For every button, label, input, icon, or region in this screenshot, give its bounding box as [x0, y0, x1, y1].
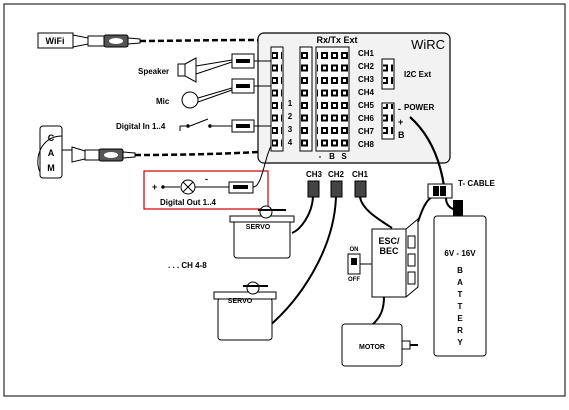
- ch4-label: CH4: [358, 88, 375, 97]
- cam-letter-m: M: [47, 163, 55, 173]
- servo-1-label: SERVO: [246, 224, 271, 231]
- esc-bec: ESC/ BEC ON OFF: [347, 193, 441, 326]
- row-number-3: 3: [288, 125, 293, 134]
- battery-letter-a: A: [457, 278, 463, 287]
- battery-letter-y: Y: [457, 338, 463, 347]
- pin-b-label: B: [329, 152, 335, 161]
- battery-letter-e: E: [457, 314, 463, 323]
- battery-letter-t2: T: [458, 302, 463, 311]
- row-number-1: 1: [288, 99, 293, 108]
- servo-1: SERVO: [229, 205, 295, 259]
- rxtx-ext-label: Rx/Tx Ext: [316, 35, 357, 45]
- digital-in-label: Digital In 1..4: [116, 122, 166, 131]
- power-b: B: [398, 130, 405, 140]
- battery-letter-t1: T: [458, 290, 463, 299]
- wifi-label: WiFi: [46, 36, 65, 46]
- speaker-label: Speaker: [138, 67, 169, 76]
- ch3-label: CH3: [358, 75, 375, 84]
- t-cable-label: T- CABLE: [458, 179, 496, 188]
- digital-out-plus: +: [152, 182, 157, 192]
- ch2-label: CH2: [358, 62, 375, 71]
- battery: 6V - 16V B A T T E R Y: [433, 215, 487, 357]
- io-wires: [252, 60, 272, 188]
- row-number-2: 2: [288, 112, 293, 121]
- switch-off-label: OFF: [348, 277, 360, 283]
- motor-label: MOTOR: [359, 344, 385, 351]
- esc-label-2: BEC: [379, 246, 399, 256]
- ch5-label: CH5: [358, 101, 375, 110]
- speaker: Speaker: [138, 53, 255, 83]
- power-label: POWER: [404, 103, 434, 112]
- microphone: Mic: [156, 78, 255, 109]
- wirc-board: WiRC Rx/Tx Ext 1 2 3 4 CH1 CH2 CH3 CH4 C…: [257, 32, 451, 164]
- connector-ch1-label: CH1: [352, 170, 369, 179]
- board-title: WiRC: [411, 37, 445, 52]
- digital-out-minus: -: [205, 174, 208, 184]
- digital-in: Digital In 1..4: [116, 118, 255, 133]
- esc-label-1: ESC/: [378, 236, 400, 246]
- outer-frame: [3, 3, 566, 397]
- camera: C A M: [37, 125, 259, 179]
- connector-ch3-label: CH3: [306, 170, 323, 179]
- ch1-label: CH1: [358, 49, 375, 58]
- pin-s-label: S: [341, 152, 347, 161]
- ch7-label: CH7: [358, 127, 375, 136]
- i2c-ext-label: I2C Ext: [404, 70, 431, 79]
- switch-on-label: ON: [350, 247, 359, 253]
- connector-ch2-label: CH2: [328, 170, 345, 179]
- digital-out-highlight-box: [143, 170, 269, 210]
- ch8-label: CH8: [358, 140, 375, 149]
- battery-letter-b: B: [457, 266, 463, 275]
- ch6-label: CH6: [358, 114, 375, 123]
- servo-2-label: SERVO: [228, 298, 253, 305]
- pin-minus-label: -: [319, 152, 322, 161]
- digital-out: + - Digital Out 1..4: [143, 170, 269, 210]
- motor: MOTOR: [341, 323, 418, 367]
- cam-letter-a: A: [48, 148, 55, 158]
- power-plus: +: [398, 117, 403, 127]
- wifi-dongle: WiFi: [37, 32, 259, 49]
- t-cable: T- CABLE: [409, 116, 496, 216]
- mic-label: Mic: [156, 97, 170, 106]
- power-minus: -: [398, 104, 401, 114]
- ch-4-8-label: . . . CH 4-8: [168, 261, 207, 270]
- row-number-4: 4: [288, 138, 293, 147]
- battery-letter-r: R: [457, 326, 463, 335]
- battery-voltage: 6V - 16V: [444, 249, 476, 258]
- servo-connectors: CH3 CH2 CH1: [267, 170, 393, 328]
- digital-out-label: Digital Out 1..4: [160, 198, 217, 207]
- servo-2: SERVO: [213, 281, 277, 341]
